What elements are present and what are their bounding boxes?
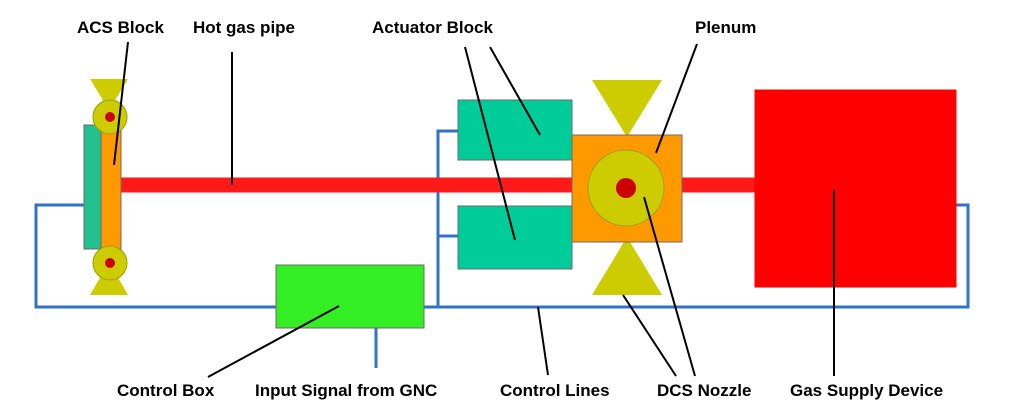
label-dcs-nozzle: DCS Nozzle xyxy=(657,381,751,400)
label-control-lines: Control Lines xyxy=(500,381,610,400)
label-input-signal: Input Signal from GNC xyxy=(255,381,437,400)
leader-control-lines xyxy=(537,306,549,376)
leader-dcs-nozzle-cone xyxy=(622,294,677,377)
acs-nozzle-top-center xyxy=(105,112,115,122)
label-gas-supply: Gas Supply Device xyxy=(790,381,943,400)
actuator-block-upper xyxy=(457,99,573,161)
label-plenum: Plenum xyxy=(695,18,756,37)
control-line-actuator-branch xyxy=(436,129,458,307)
control-box xyxy=(275,264,425,329)
leader-control-box xyxy=(207,305,340,378)
acs-nozzle-bottom-center xyxy=(105,258,115,268)
label-actuator-block: Actuator Block xyxy=(372,18,493,37)
label-hot-gas-pipe: Hot gas pipe xyxy=(193,18,295,37)
leader-actuator-upper xyxy=(489,46,541,136)
gas-supply-device xyxy=(754,89,957,288)
acs-block xyxy=(100,121,122,251)
leader-lines xyxy=(113,41,835,378)
leader-plenum xyxy=(655,43,698,154)
dcs-nozzle-center xyxy=(616,178,636,198)
leader-dcs-nozzle-disc xyxy=(643,196,696,377)
dcs-nozzle-lower xyxy=(592,237,662,295)
dcs-nozzle-upper xyxy=(592,80,662,137)
acs-nozzle-top-cone xyxy=(90,79,128,110)
label-control-box: Control Box xyxy=(117,381,215,400)
leader-acs-block xyxy=(113,41,129,166)
leader-actuator-lower xyxy=(464,46,516,241)
label-acs-block: ACS Block xyxy=(77,18,164,37)
control-line-loop xyxy=(34,203,970,309)
